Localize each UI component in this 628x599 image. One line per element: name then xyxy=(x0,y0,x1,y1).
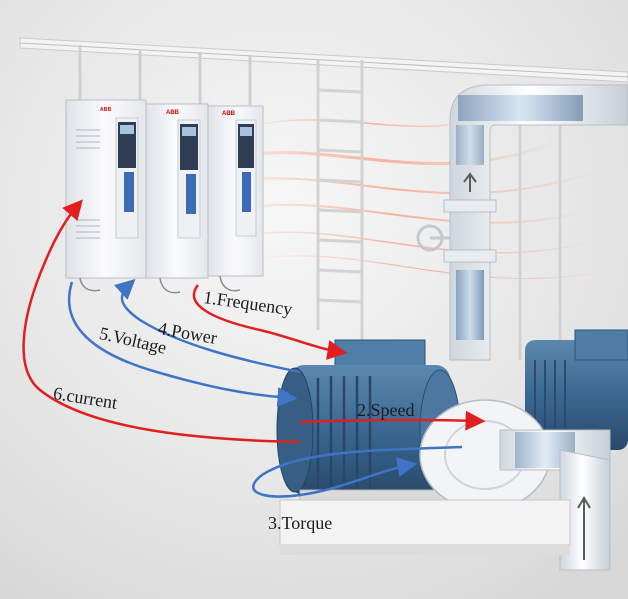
speed-arrow xyxy=(299,410,486,431)
torque-arrow xyxy=(252,445,463,498)
pipe-icon xyxy=(443,84,628,361)
motor-icon xyxy=(525,329,628,450)
power-arrow xyxy=(114,278,301,374)
voltage-arrow xyxy=(67,281,298,408)
frequency-arrow xyxy=(192,284,348,360)
ladder-structure xyxy=(316,60,562,360)
signal-arrows xyxy=(22,199,486,498)
current-arrow xyxy=(22,199,301,444)
brand-logo: ABB xyxy=(100,107,112,113)
speed-label: 2.Speed xyxy=(357,400,415,420)
brand-logo: ABB xyxy=(166,110,180,116)
torque-label: 3.Torque xyxy=(268,513,333,533)
pump-icon xyxy=(279,399,611,571)
drive-cabinet-icon xyxy=(65,99,264,294)
rail-icon xyxy=(19,37,628,105)
brand-logo: ABB xyxy=(222,111,236,117)
